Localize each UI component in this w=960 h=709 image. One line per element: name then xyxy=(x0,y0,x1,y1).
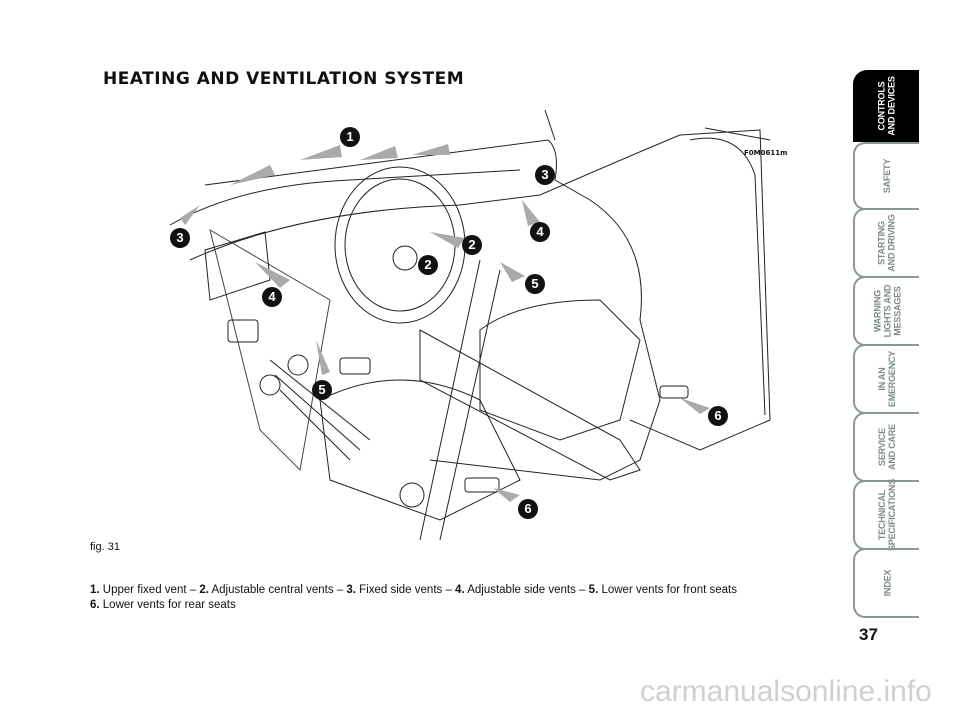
page-number: 37 xyxy=(859,625,878,644)
tab-in-an-emergency[interactable]: IN AN EMERGENCY xyxy=(853,344,919,414)
callout-5: 5 xyxy=(312,380,332,400)
caption-num-6: 6. xyxy=(90,599,100,611)
callout-2: 2 xyxy=(462,235,482,255)
figure-code: F0M0611m xyxy=(744,149,788,157)
tab-label: SERVICE AND CARE xyxy=(877,424,897,470)
tab-label: WARNING LIGHTS AND MESSAGES xyxy=(871,284,902,338)
callout-2: 2 xyxy=(418,255,438,275)
caption-num-4: 4. xyxy=(455,584,465,596)
caption-text-1: Upper fixed vent – xyxy=(99,584,200,596)
figure-label: fig. 31 xyxy=(90,541,120,553)
caption-num-2: 2. xyxy=(199,584,209,596)
caption-num-1: 1. xyxy=(90,584,100,596)
tab-controls-and-devices[interactable]: CONTROLS AND DEVICES xyxy=(853,70,919,142)
callout-6: 6 xyxy=(518,499,538,519)
callout-4: 4 xyxy=(262,287,282,307)
caption-num-5: 5. xyxy=(588,584,599,596)
tab-service-and-care[interactable]: SERVICE AND CARE xyxy=(853,412,919,482)
callout-4: 4 xyxy=(530,222,550,242)
tab-warning-lights[interactable]: WARNING LIGHTS AND MESSAGES xyxy=(853,276,919,346)
tab-safety[interactable]: SAFETY xyxy=(853,142,919,210)
tab-label: SAFETY xyxy=(882,158,892,194)
callout-3: 3 xyxy=(535,165,555,185)
tab-label: INDEX xyxy=(881,569,892,597)
caption-text-2: Adjustable central vents – xyxy=(208,584,347,596)
tab-label: STARTING AND DRIVING xyxy=(877,214,897,272)
caption-text-4: Adjustable side vents – xyxy=(464,584,589,596)
caption-text-6: Lower vents for rear seats xyxy=(99,599,236,611)
figure-caption: 1. Upper fixed vent – 2. Adjustable cent… xyxy=(90,583,830,613)
callout-6: 6 xyxy=(708,406,728,426)
callout-3: 3 xyxy=(170,228,190,248)
tab-label: CONTROLS AND DEVICES xyxy=(877,76,897,136)
caption-text-5: Lower vents for front seats xyxy=(598,584,737,596)
tab-starting-and-driving[interactable]: STARTING AND DRIVING xyxy=(853,208,919,278)
callout-5: 5 xyxy=(525,274,545,294)
callout-1: 1 xyxy=(340,127,360,147)
tab-index[interactable]: INDEX xyxy=(853,548,919,618)
caption-text-3: Fixed side vents – xyxy=(355,584,456,596)
watermark: carmanualsonline.info xyxy=(640,675,932,708)
caption-num-3: 3. xyxy=(346,584,356,596)
tab-technical-specifications[interactable]: TECHNICAL SPECIFICATIONS xyxy=(853,478,919,552)
tab-label: IN AN EMERGENCY xyxy=(877,350,897,408)
tab-label: TECHNICAL SPECIFICATIONS xyxy=(877,478,898,552)
car-interior-illustration xyxy=(169,109,771,541)
page-title: HEATING AND VENTILATION SYSTEM xyxy=(103,69,465,89)
